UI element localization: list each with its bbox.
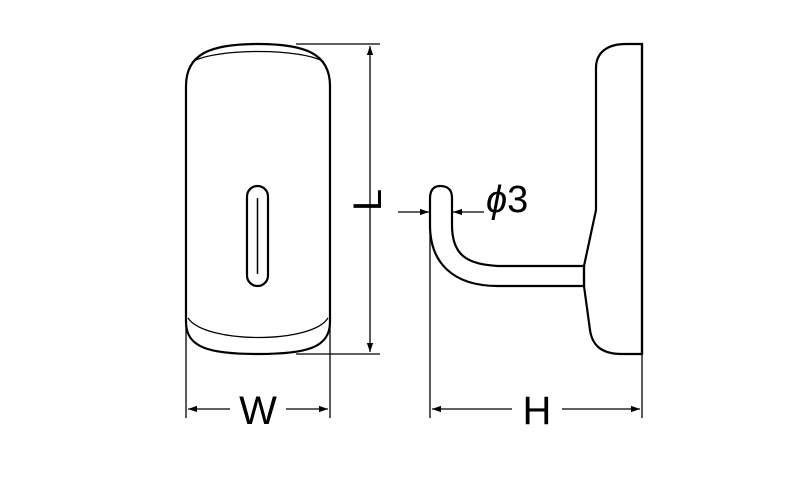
diameter-label: ϕ3 bbox=[486, 179, 528, 221]
dimension-height bbox=[429, 225, 643, 418]
side-plate-outline bbox=[582, 42, 644, 356]
width-label: W bbox=[239, 389, 277, 433]
dimension-length bbox=[296, 43, 380, 355]
front-plate-face-top bbox=[191, 50, 325, 63]
mounting-slot bbox=[245, 184, 270, 288]
dimension-width bbox=[185, 322, 331, 418]
height-label: H bbox=[523, 389, 552, 433]
front-view bbox=[184, 42, 332, 356]
diameter-value: 3 bbox=[507, 179, 528, 221]
side-view bbox=[428, 42, 644, 356]
length-label: L bbox=[346, 189, 390, 211]
hook-outline bbox=[428, 184, 586, 288]
front-plate-face-bottom bbox=[187, 317, 329, 338]
front-plate-outline bbox=[184, 42, 332, 356]
diameter-symbol: ϕ bbox=[486, 179, 507, 221]
